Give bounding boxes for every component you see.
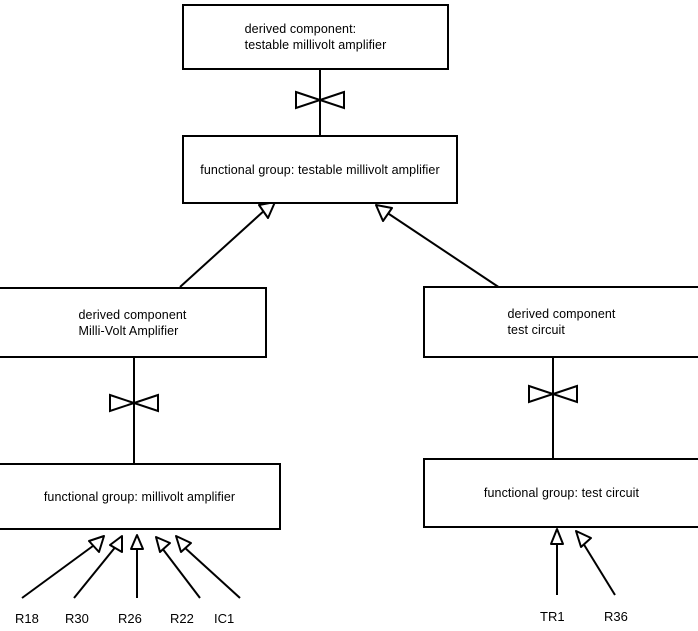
node-right-derived-component[interactable]: derived component test circuit [423,286,698,358]
node-right-functional-group[interactable]: functional group: test circuit [423,458,698,528]
leaf-arrow-r22 [155,536,201,599]
leaf-label-r36: R36 [604,609,628,624]
link-right-derived-to-top-functional-group [385,211,501,289]
node-top-derived-component[interactable]: derived component: testable millivolt am… [182,4,449,70]
node-right-derived-component-label: derived component test circuit [507,307,616,337]
node-left-derived-component-label: derived component Milli-Volt Amplifier [78,307,187,338]
leaf-arrow-r36 [575,530,616,596]
bowtie-icon-left [109,393,159,413]
bowtie-icon-top [295,90,345,110]
leaf-arrow-r30 [73,535,123,599]
leaf-arrow-ic1 [175,535,241,599]
node-left-functional-group[interactable]: functional group: millivolt amplifier [0,463,281,530]
leaf-arrow-tr1 [550,528,564,595]
leaf-arrow-r18 [21,535,105,599]
node-top-functional-group[interactable]: functional group: testable millivolt amp… [182,135,458,204]
bowtie-icon-right [528,384,578,404]
node-left-derived-component[interactable]: derived component Milli-Volt Amplifier [0,287,267,358]
hollow-arrowhead-left [258,201,276,219]
node-top-derived-component-label: derived component: testable millivolt am… [244,22,387,52]
leaf-arrow-r26 [130,534,144,598]
leaf-label-r22: R22 [170,611,194,626]
node-left-functional-group-label: functional group: millivolt amplifier [43,489,236,504]
leaf-label-r26: R26 [118,611,142,626]
node-top-functional-group-label: functional group: testable millivolt amp… [200,162,440,177]
link-left-derived-to-top-functional-group [179,208,267,288]
leaf-label-r18: R18 [15,611,39,626]
leaf-label-r30: R30 [65,611,89,626]
node-right-functional-group-label: functional group: test circuit [483,486,640,500]
hollow-arrowhead-right [375,204,393,222]
leaf-label-ic1: IC1 [214,611,235,626]
leaf-label-tr1: TR1 [540,609,565,624]
